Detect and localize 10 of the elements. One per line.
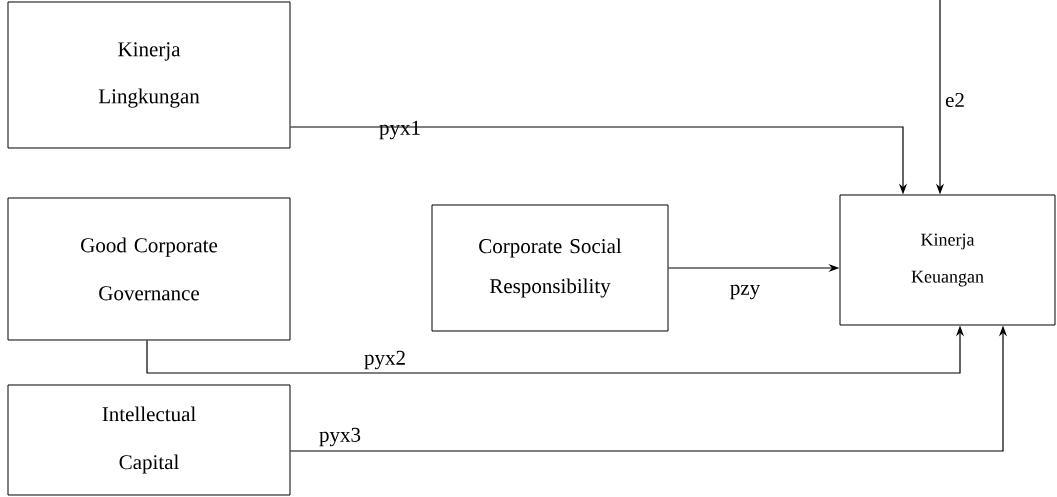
variable-box: Corporate Social Responsibility [431, 204, 669, 332]
edge-label: pzy [730, 284, 761, 300]
edge-label: e2 [945, 92, 964, 108]
edge-label: pyx1 [379, 120, 420, 140]
edge-label: pyx3 [319, 427, 361, 447]
variable-box: Kinerja Keuangan [839, 194, 1056, 326]
variable-box: Kinerja Lingkungan [7, 1, 291, 149]
variable-box: Intellectual Capital [7, 384, 291, 496]
variable-box: Good Corporate Governance [7, 197, 291, 341]
edge-label: pyx2 [364, 350, 405, 370]
